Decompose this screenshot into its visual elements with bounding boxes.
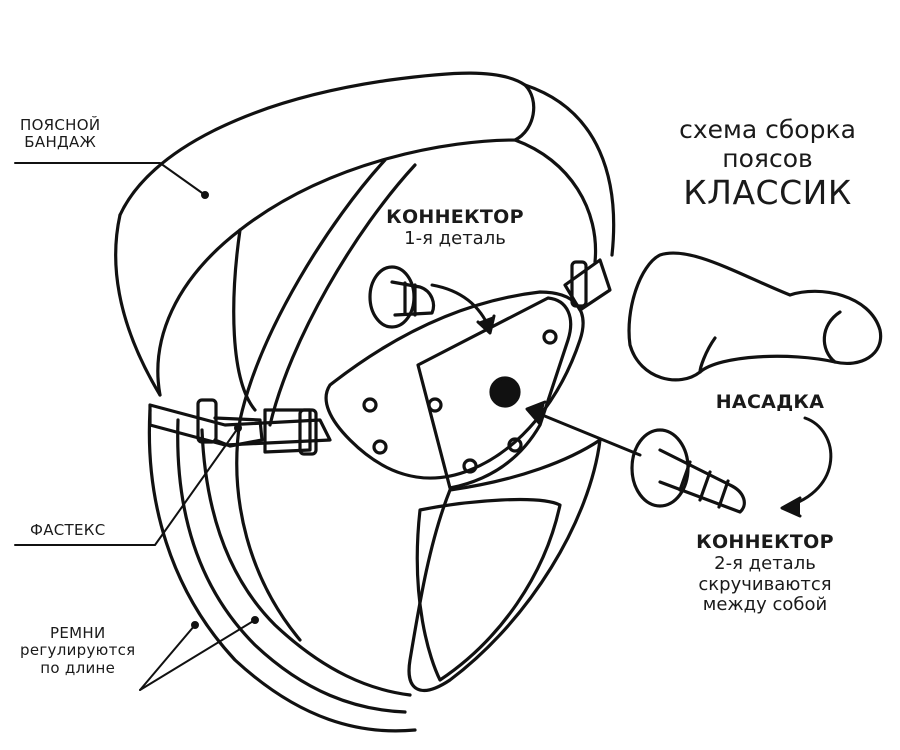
straps-line3: по длине [40,658,116,677]
straps-label: РЕМНИ регулируются по длине [20,624,136,677]
attachment-label: НАСАДКА [715,391,825,413]
straps-line2: регулируются [20,641,136,660]
connector1-label: КОННЕКТОР 1-я деталь [375,206,535,250]
arrow-connector1-to-plate [430,283,496,335]
title-line2: поясов [722,143,813,173]
connector-part-1-shape [368,265,436,329]
connector2-line2: 2-я деталь [714,552,816,574]
fastex-label: ФАСТЕКС [30,521,106,539]
connector-part-2-shape [630,428,746,514]
connector2-line4: между собой [702,594,828,616]
connector1-title: КОННЕКТОР [386,206,524,228]
attachment-shape [627,251,883,382]
waist-band-line2: БАНДАЖ [24,133,97,152]
lower-pouch-shape [407,438,602,692]
waist-band-line1: ПОЯСНОЙ [20,116,101,134]
front-plate-shape [324,290,585,490]
waist-band-label: ПОЯСНОЙ БАНДАЖ [20,116,101,152]
arrow-attachment-to-connector2 [780,416,833,518]
leader-lines [14,162,259,691]
connector2-line3: скручиваются [698,573,832,595]
straps-line1: РЕМНИ [50,624,106,642]
diagram-title: схема сборка поясов КЛАССИК [655,115,880,212]
waist-bandage-shape [114,71,616,412]
connector2-title: КОННЕКТОР [696,531,834,553]
connector1-sub: 1-я деталь [404,227,506,249]
title-line3: КЛАССИК [683,172,852,212]
connector2-label: КОННЕКТОР 2-я деталь скручиваются между … [675,531,855,616]
title-line1: схема сборка [679,115,856,144]
fastex-buckle-shape [148,398,332,456]
right-buckle-shape [563,258,612,312]
arrow-connector2-to-plate [525,400,642,457]
